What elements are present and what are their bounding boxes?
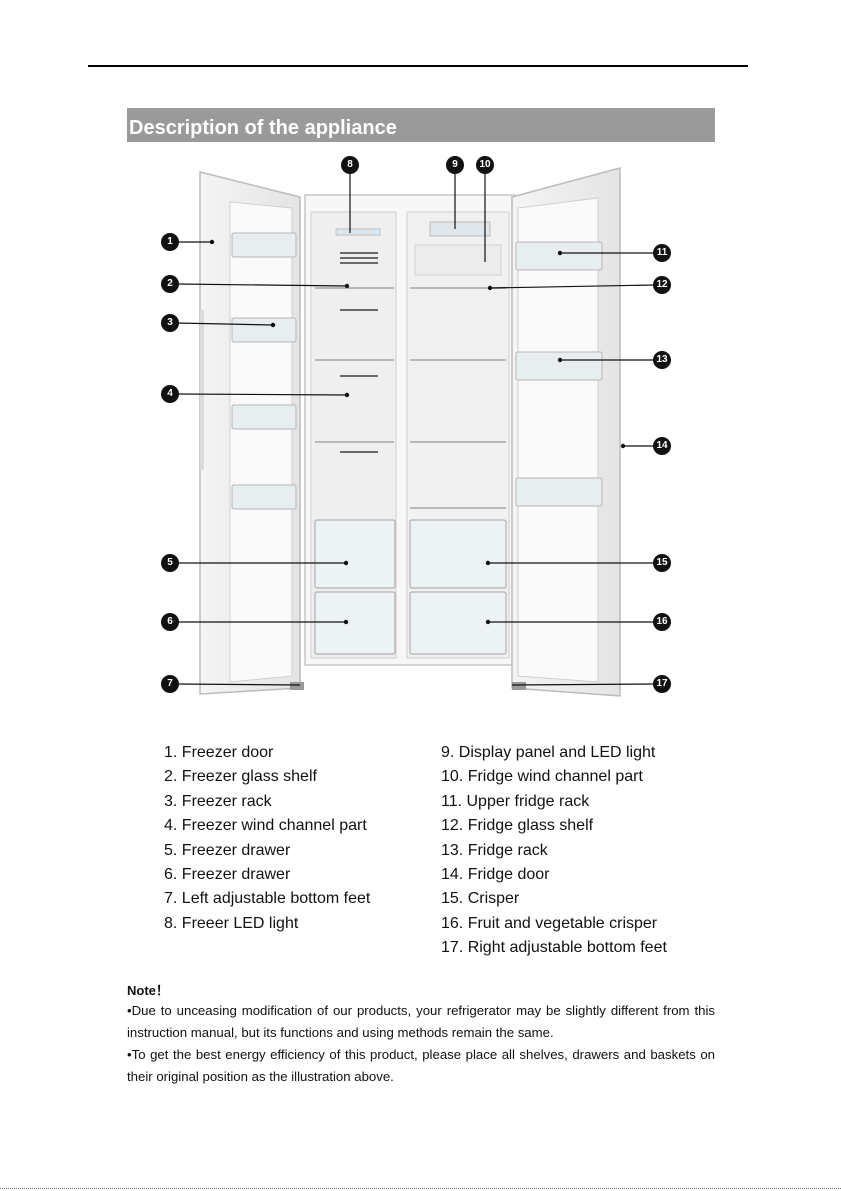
- part-item: 14. Fridge door: [441, 863, 701, 887]
- part-item: 15. Crisper: [441, 887, 701, 911]
- callout-15: 15: [653, 554, 671, 572]
- callout-6: 6: [161, 613, 179, 631]
- callout-16: 16: [653, 613, 671, 631]
- part-item: 3. Freezer rack: [164, 790, 419, 814]
- note-paragraph: •Due to unceasing modification of our pr…: [127, 1000, 715, 1043]
- part-item: 1. Freezer door: [164, 741, 419, 765]
- part-item: 7. Left adjustable bottom feet: [164, 887, 419, 911]
- callout-8: 8: [341, 156, 359, 174]
- page-bottom-rule: [0, 1188, 841, 1190]
- callout-5: 5: [161, 554, 179, 572]
- callout-1: 1: [161, 233, 179, 251]
- part-item: 17. Right adjustable bottom feet: [441, 936, 701, 960]
- header-rule: [88, 65, 748, 67]
- callout-4: 4: [161, 385, 179, 403]
- part-item: 6. Freezer drawer: [164, 863, 419, 887]
- section-title: Description of the appliance: [129, 117, 397, 140]
- callout-13: 13: [653, 351, 671, 369]
- callout-9: 9: [446, 156, 464, 174]
- callout-17: 17: [653, 675, 671, 693]
- section-header: Description of the appliance: [127, 108, 715, 142]
- callout-3: 3: [161, 314, 179, 332]
- part-item: 16. Fruit and vegetable crisper: [441, 912, 701, 936]
- part-item: 8. Freeer LED light: [164, 912, 419, 936]
- callout-7: 7: [161, 675, 179, 693]
- refrigerator-illustration: [150, 150, 690, 710]
- callout-2: 2: [161, 275, 179, 293]
- part-item: 9. Display panel and LED light: [441, 741, 701, 765]
- part-item: 5. Freezer drawer: [164, 839, 419, 863]
- refrigerator-diagram: 1 2 3 4 5 6 7 8 9 10 11 12 13 14 15 16 1…: [150, 150, 690, 710]
- part-item: 2. Freezer glass shelf: [164, 765, 419, 789]
- callout-14: 14: [653, 437, 671, 455]
- part-item: 13. Fridge rack: [441, 839, 701, 863]
- note-title: Note！: [127, 980, 169, 999]
- part-item: 10. Fridge wind channel part: [441, 765, 701, 789]
- callout-11: 11: [653, 244, 671, 262]
- note-paragraph: •To get the best energy efficiency of th…: [127, 1044, 715, 1087]
- part-item: 11. Upper fridge rack: [441, 790, 701, 814]
- part-item: 4. Freezer wind channel part: [164, 814, 419, 838]
- parts-list-right: 9. Display panel and LED light 10. Fridg…: [441, 741, 701, 961]
- parts-list-left: 1. Freezer door 2. Freezer glass shelf 3…: [164, 741, 419, 936]
- part-item: 12. Fridge glass shelf: [441, 814, 701, 838]
- callout-12: 12: [653, 276, 671, 294]
- callout-10: 10: [476, 156, 494, 174]
